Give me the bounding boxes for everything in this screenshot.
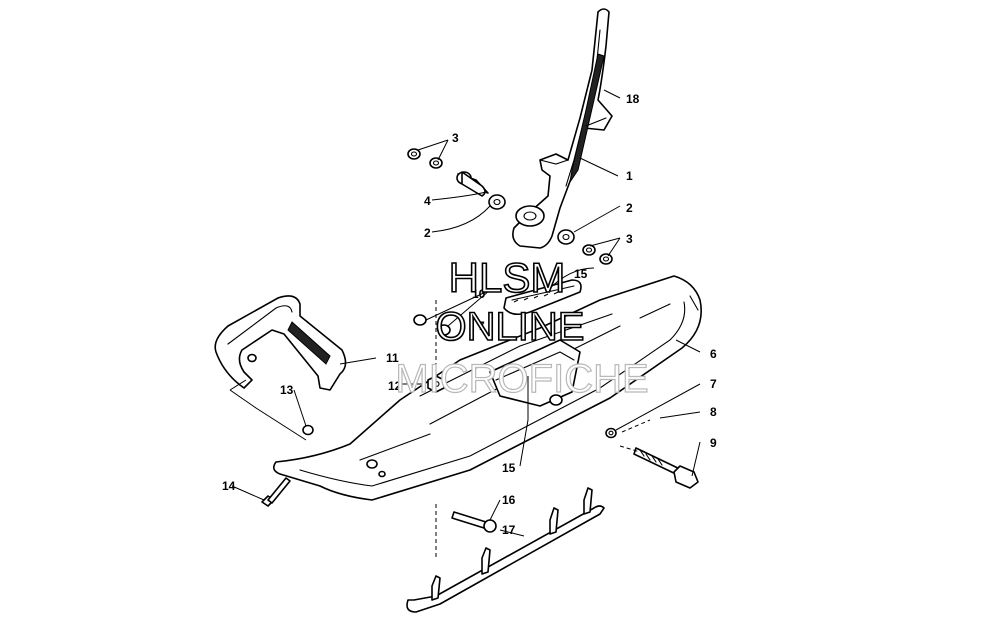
washer-part-right [582,244,613,265]
callout-labels: 18 3 1 4 2 2 3 15 10 7 6 11 12 13 7 8 9 … [222,92,717,537]
watermark: HLSM ONLINE MICROFICHE [395,253,650,401]
callout-10: 10 [472,287,486,301]
callout-3-right: 3 [626,232,633,246]
callout-15-lower: 15 [502,461,516,475]
centerline-dashed-9 [619,445,641,453]
callout-2-right: 2 [626,201,633,215]
spacer-tube-part [456,171,489,197]
leader-lines [229,89,701,537]
callout-2-left: 2 [424,226,431,240]
callout-11: 11 [386,351,399,365]
callout-7-lower: 7 [710,377,717,391]
callout-7-upper: 7 [478,319,485,333]
callout-1: 1 [626,169,633,183]
callout-15-upper: 15 [574,267,588,281]
bolt-part-14 [261,477,291,507]
spindle-part [512,8,613,249]
watermark-line3: MICROFICHE [395,357,648,401]
watermark-line1: HLSM [449,254,566,301]
watermark-line2: ONLINE [436,305,585,349]
callout-13: 13 [280,383,294,397]
callout-16: 16 [502,493,516,507]
callout-4: 4 [424,194,431,208]
bumper-part [413,279,582,336]
callout-12: 12 [388,379,402,393]
bushing-part [488,194,575,245]
bolt-part-9 [633,447,699,489]
callout-6: 6 [710,347,717,361]
nut-part-13 [302,424,314,436]
washer-part [407,148,443,169]
wear-bar-part [406,487,605,613]
callout-9: 9 [710,436,717,450]
centerline-dashed-8 [621,419,651,433]
callout-14: 14 [222,479,236,493]
callout-17: 17 [502,523,516,537]
callout-3-upper: 3 [452,131,459,145]
bolt-part-16 [451,511,497,533]
callout-18: 18 [626,92,640,106]
ski-loop-part [214,295,347,391]
ski-part [272,275,702,501]
callout-8: 8 [710,405,717,419]
washer-part-7 [605,427,617,439]
